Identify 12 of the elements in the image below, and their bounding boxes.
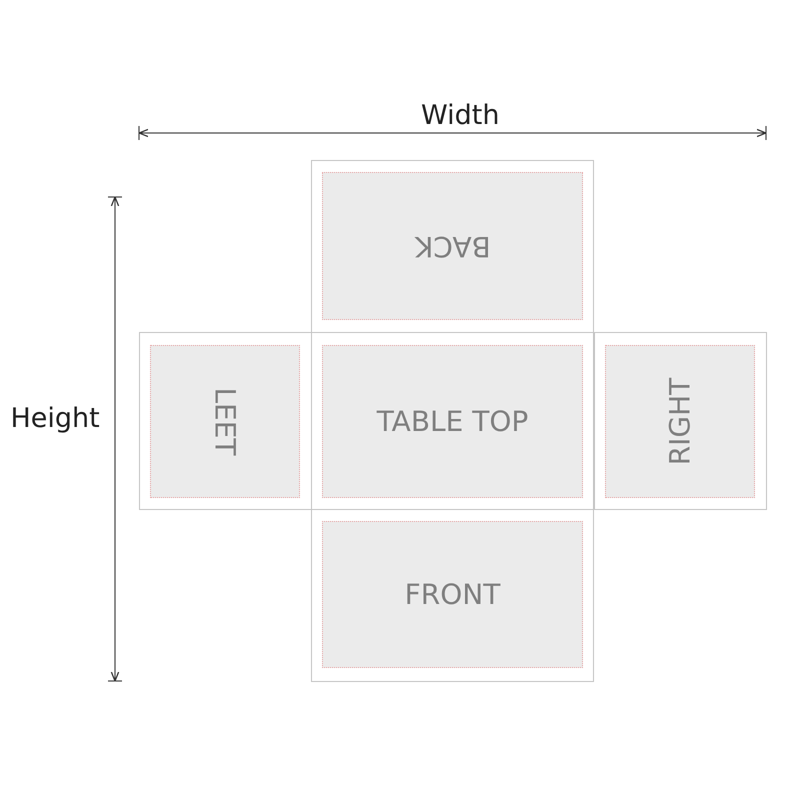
- panel-label: FRONT: [404, 578, 500, 611]
- panel: [605, 345, 755, 498]
- panel-label: RIGHT: [664, 378, 696, 466]
- width-label: Width: [421, 100, 500, 130]
- panel: [322, 345, 583, 498]
- height-label: Height: [10, 402, 100, 434]
- panel-label: LEET: [208, 387, 242, 456]
- panel-label: BACK: [414, 230, 490, 262]
- panel: [322, 521, 583, 668]
- panel-label: TABLE TOP: [376, 405, 528, 438]
- panel: [150, 345, 300, 498]
- panel: [322, 172, 583, 320]
